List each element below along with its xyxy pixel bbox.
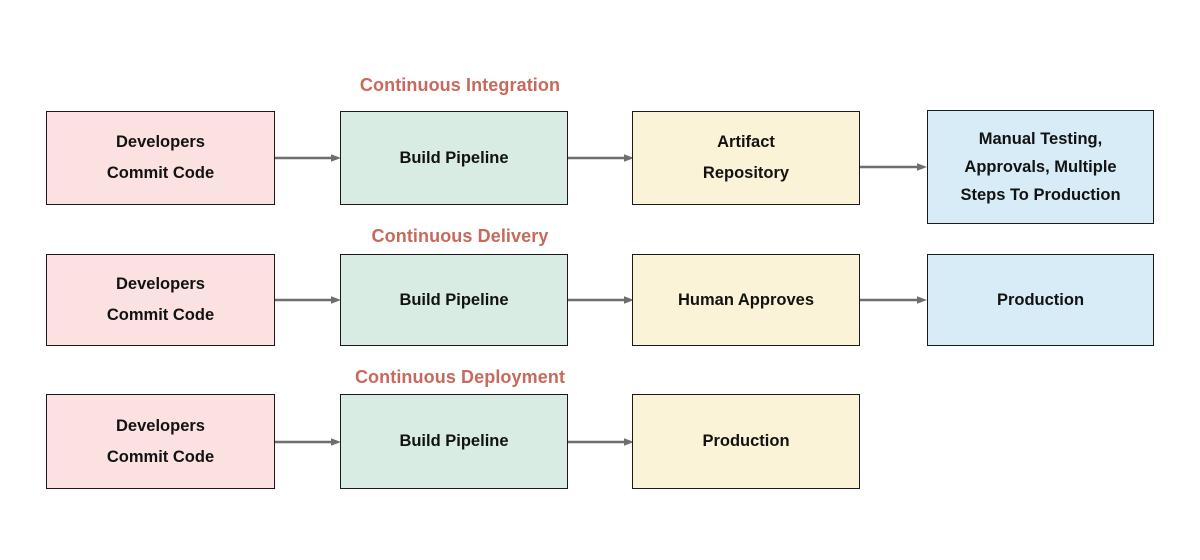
node-label: Artifact Repository [702, 133, 790, 182]
row2-node-production[interactable]: Production [927, 254, 1154, 346]
arrow-row3-1 [275, 436, 341, 448]
arrow-row2-1 [275, 294, 341, 306]
row1-node-artifact-repository[interactable]: Artifact Repository [632, 111, 860, 205]
node-label: Build Pipeline [399, 148, 509, 167]
row-title-continuous-delivery: Continuous Delivery [371, 226, 549, 246]
arrow-row1-2 [568, 152, 634, 164]
row3-node-production[interactable]: Production [632, 394, 860, 489]
row1-node-build-pipeline[interactable]: Build Pipeline [340, 111, 568, 205]
node-label: Developers Commit Code [106, 133, 215, 182]
row2-node-build-pipeline[interactable]: Build Pipeline [340, 254, 568, 346]
row-title-continuous-integration: Continuous Integration [359, 75, 561, 95]
node-label: Manual Testing, Approvals, Multiple Step… [960, 129, 1121, 205]
node-label: Production [702, 432, 790, 451]
row2-node-human-approves[interactable]: Human Approves [632, 254, 860, 346]
node-label: Production [996, 290, 1085, 309]
arrow-row2-3 [860, 294, 927, 306]
node-label: Human Approves [678, 290, 814, 309]
arrow-row3-2 [568, 436, 634, 448]
row3-node-build-pipeline[interactable]: Build Pipeline [340, 394, 568, 489]
row2-node-developers-commit-code[interactable]: Developers Commit Code [46, 254, 275, 346]
node-label: Developers Commit Code [106, 275, 215, 324]
node-label: Build Pipeline [399, 290, 509, 309]
arrow-row1-3 [860, 161, 927, 173]
arrow-row1-1 [275, 152, 341, 164]
row3-node-developers-commit-code[interactable]: Developers Commit Code [46, 394, 275, 489]
row1-node-manual-testing[interactable]: Manual Testing, Approvals, Multiple Step… [927, 110, 1154, 224]
row1-node-developers-commit-code[interactable]: Developers Commit Code [46, 111, 275, 205]
row-title-continuous-deployment: Continuous Deployment [354, 367, 566, 387]
arrow-row2-2 [568, 294, 634, 306]
node-label: Build Pipeline [399, 432, 509, 451]
node-label: Developers Commit Code [106, 416, 215, 466]
